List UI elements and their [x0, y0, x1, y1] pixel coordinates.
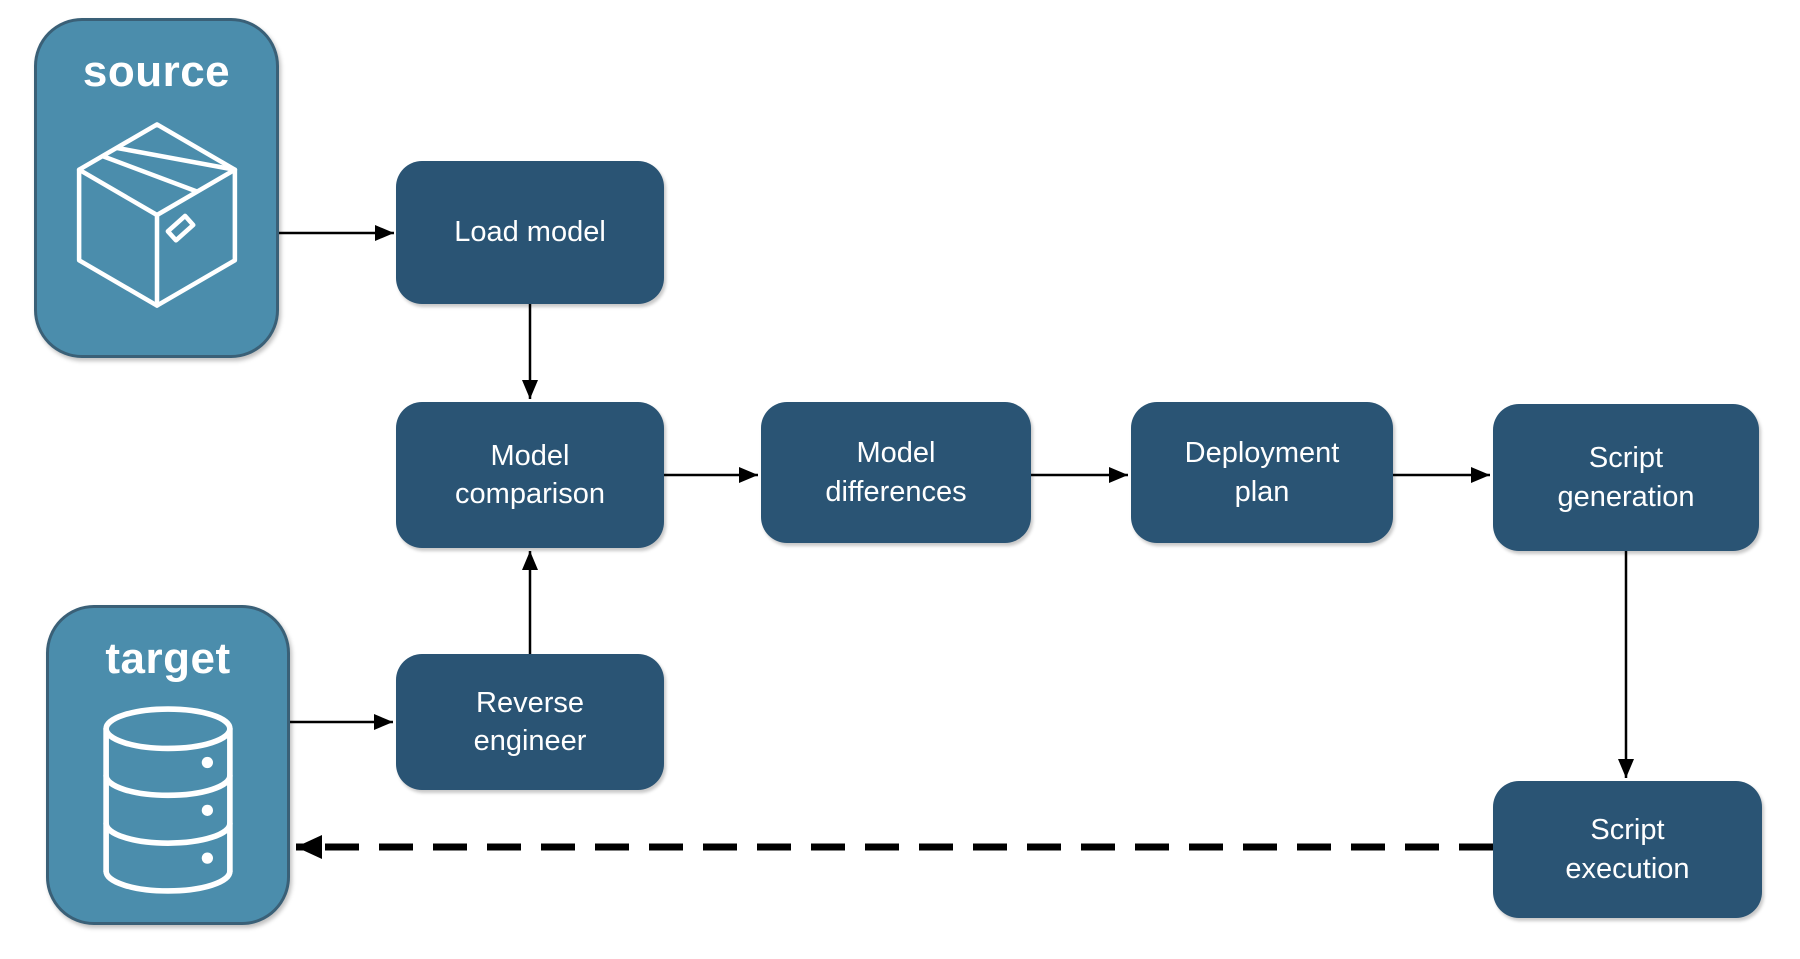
node-script-execution: Script execution — [1493, 781, 1762, 918]
endpoint-target: target — [46, 605, 290, 925]
node-model-differences: Model differences — [761, 402, 1031, 543]
node-load-model: Load model — [396, 161, 664, 304]
node-deployment-plan: Deployment plan — [1131, 402, 1393, 543]
node-script-generation: Script generation — [1493, 404, 1759, 551]
database-icon — [103, 706, 233, 894]
package-icon — [76, 122, 237, 308]
source-label: source — [82, 47, 231, 96]
target-label: target — [105, 634, 231, 683]
node-reverse-engineer: Reverse engineer — [396, 654, 664, 790]
endpoint-source: source — [34, 18, 279, 358]
node-model-comparison: Model comparison — [396, 402, 664, 548]
